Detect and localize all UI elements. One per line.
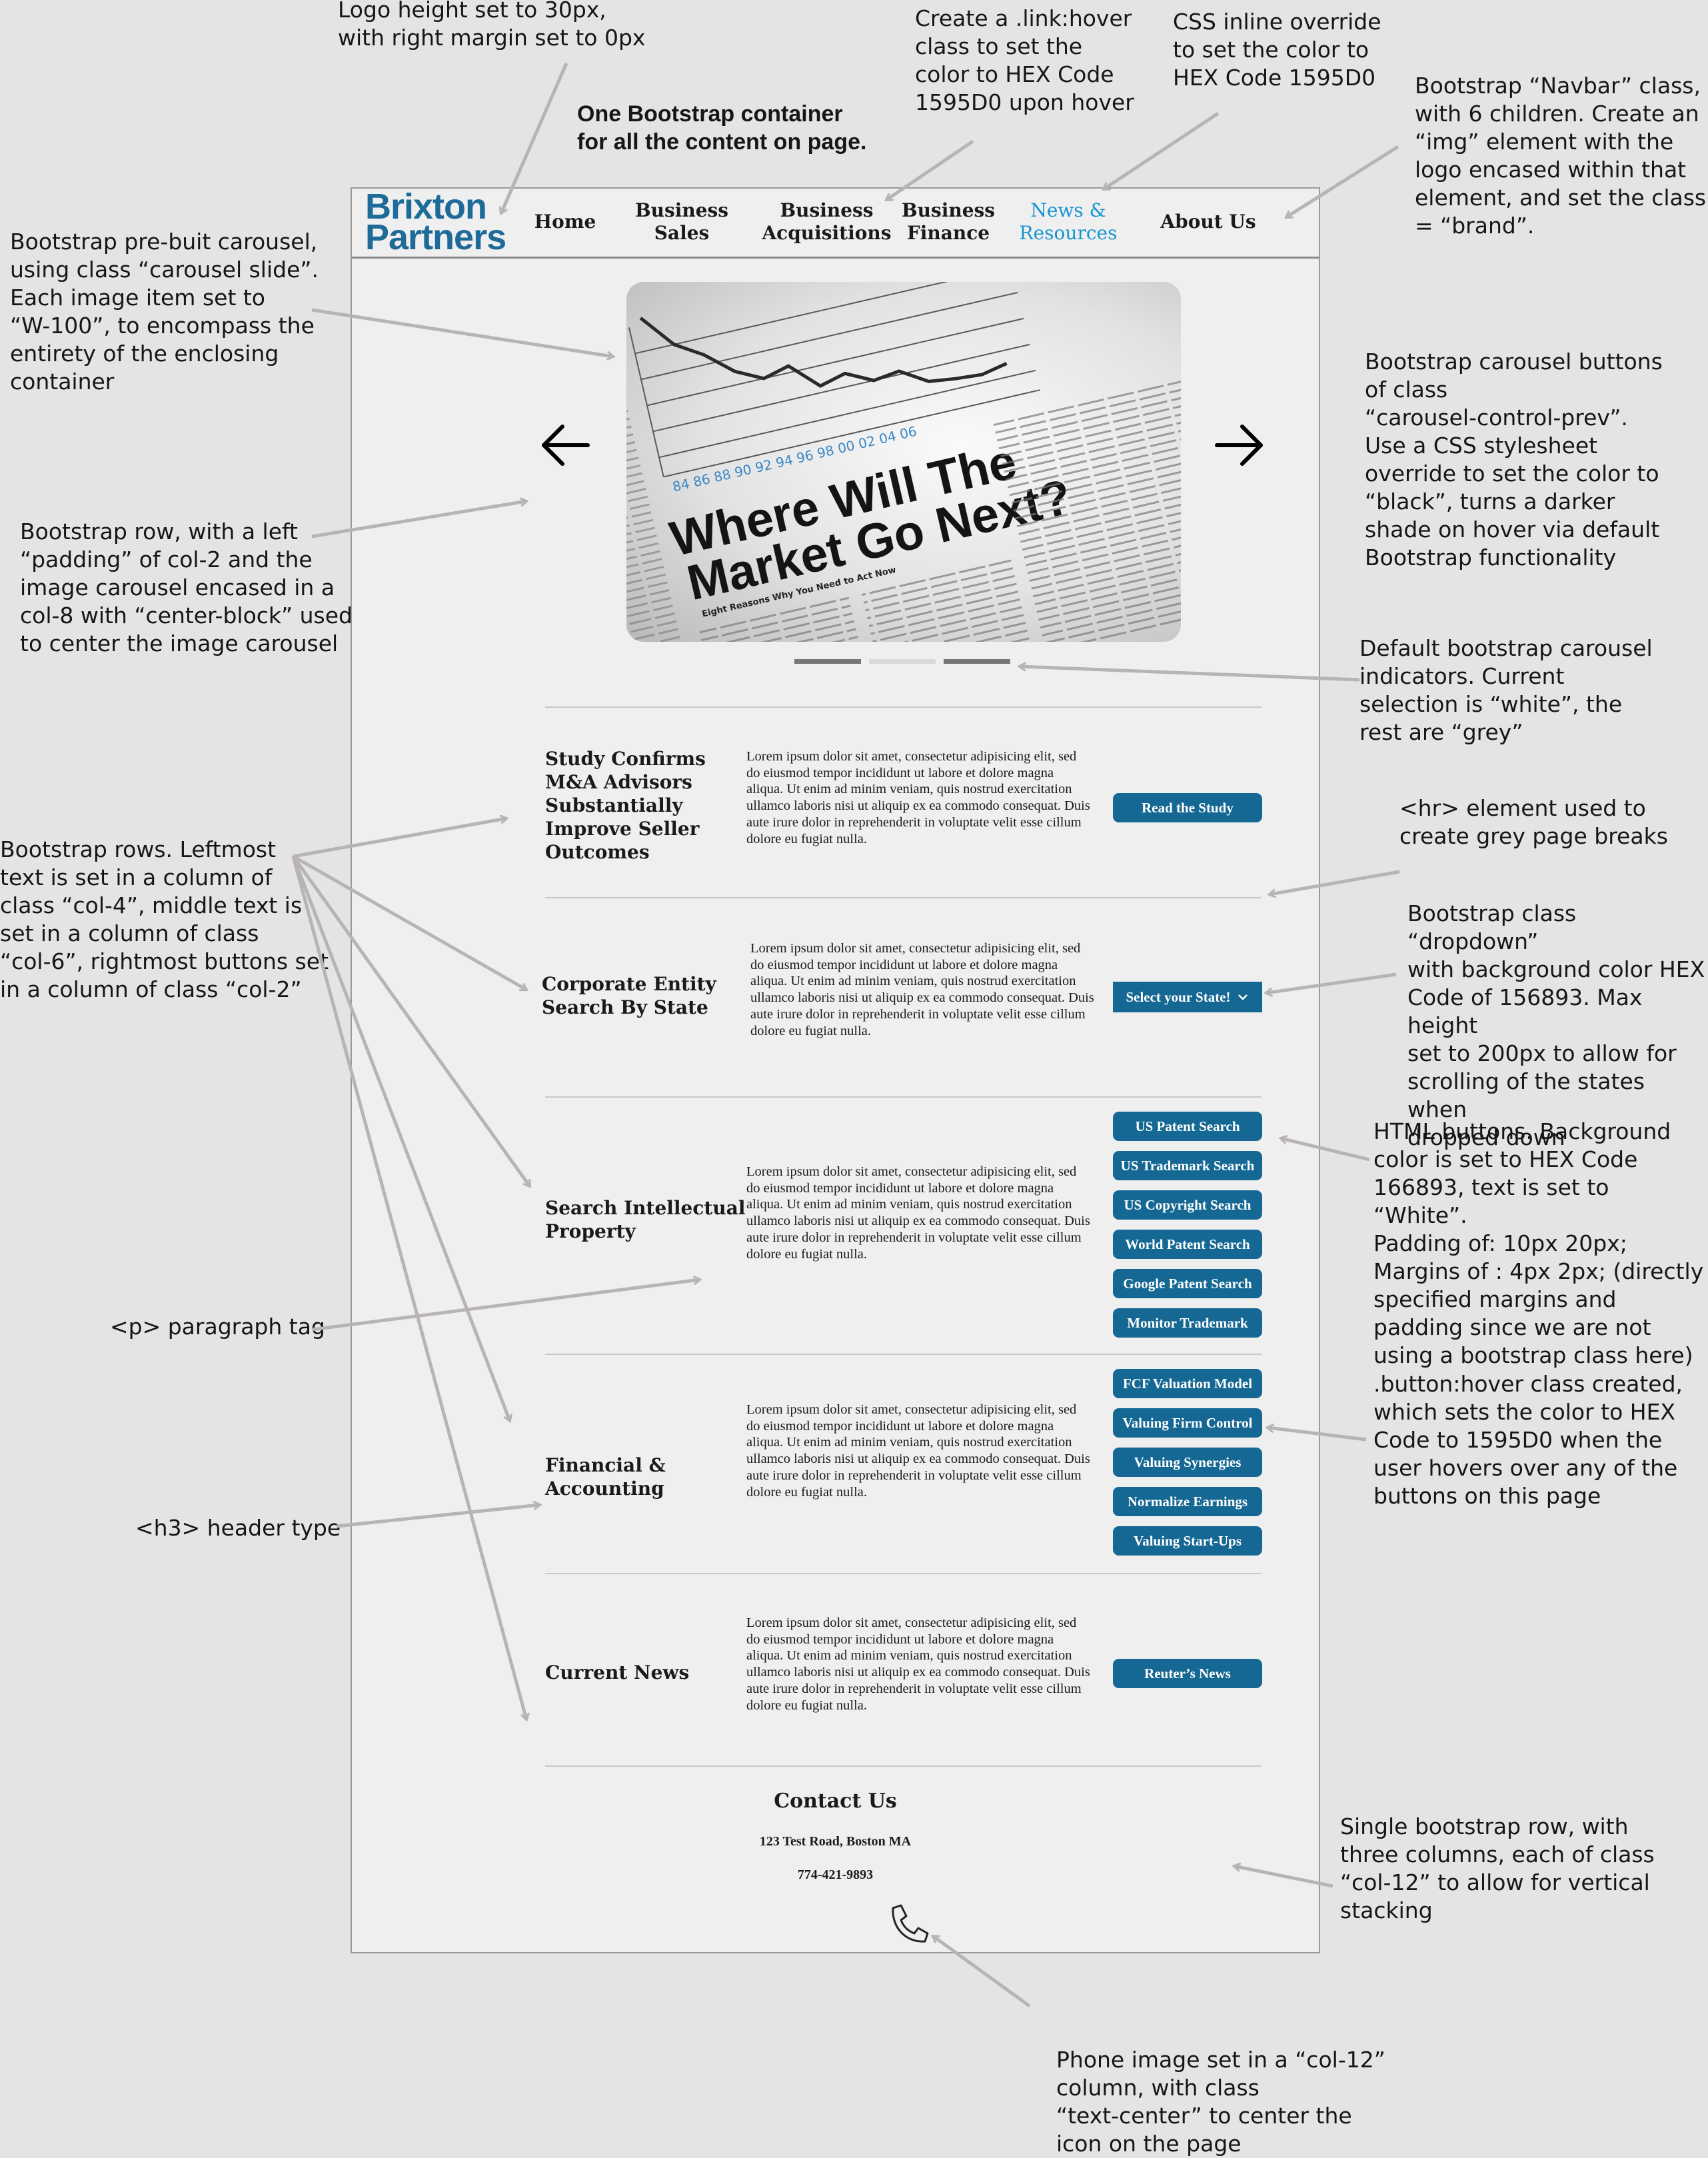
website-mockup: Brixton Partners Home Business Sales Bus…: [351, 187, 1320, 1953]
financial-paragraph: Lorem ipsum dolor sit amet, consectetur …: [746, 1402, 1090, 1500]
state-dropdown-label: Select your State!: [1126, 988, 1231, 1005]
divider: [545, 1573, 1262, 1574]
navbar: Brixton Partners Home Business Sales Bus…: [352, 189, 1319, 259]
fcf-valuation-model-button[interactable]: FCF Valuation Model: [1113, 1369, 1262, 1398]
annotation-button-hover: .button:hover class created, which sets …: [1373, 1371, 1683, 1509]
brand-logo[interactable]: Brixton Partners: [365, 187, 506, 257]
arrow-left-icon: [542, 425, 590, 466]
corporate-paragraph: Lorem ipsum dolor sit amet, consectetur …: [750, 941, 1094, 1038]
financial-title: Financial & Accounting: [545, 1454, 666, 1500]
annotation-inline-override: CSS inline override to set the color to …: [1173, 9, 1381, 91]
study-title: Study Confirms M&A Advisors Substantiall…: [545, 748, 706, 863]
news-title: Current News: [545, 1661, 690, 1683]
logo-line-2: Partners: [365, 217, 506, 257]
carousel-indicator-1[interactable]: [794, 659, 861, 664]
carousel-indicator-3[interactable]: [944, 659, 1010, 664]
nav-news-resources[interactable]: News & Resources: [1019, 199, 1118, 244]
state-dropdown[interactable]: Select your State!: [1113, 982, 1262, 1012]
contact-title: Contact Us: [774, 1789, 897, 1813]
carousel-next-button[interactable]: [1213, 419, 1266, 472]
nav-business-finance[interactable]: Business Finance: [901, 199, 996, 244]
annotation-paragraph: <p> paragraph tag: [110, 1314, 325, 1340]
arrow-right-icon: [1215, 425, 1263, 466]
read-the-study-button[interactable]: Read the Study: [1113, 793, 1262, 822]
annotation-footer-row: Single bootstrap row, with three columns…: [1340, 1813, 1655, 1923]
news-paragraph: Lorem ipsum dolor sit amet, consectetur …: [746, 1616, 1090, 1713]
annotation-row-padding: Bootstrap row, with a left “padding” of …: [20, 519, 353, 656]
logo-line-1: Brixton: [365, 187, 487, 227]
world-patent-search-button[interactable]: World Patent Search: [1113, 1230, 1262, 1259]
valuing-start-ups-button[interactable]: Valuing Start-Ups: [1113, 1526, 1262, 1556]
annotation-link-hover: Create a .link:hover class to set the co…: [915, 5, 1134, 115]
phone-icon: [892, 1904, 929, 1943]
us-patent-search-button[interactable]: US Patent Search: [1113, 1112, 1262, 1141]
phone-icon-wrapper[interactable]: [886, 1901, 932, 1947]
annotation-indicators: Default bootstrap carousel indicators. C…: [1359, 635, 1653, 745]
annotation-rows: Bootstrap rows. Leftmost text is set in …: [0, 836, 329, 1002]
monitor-trademark-button[interactable]: Monitor Trademark: [1113, 1308, 1262, 1338]
nav-business-acquisitions[interactable]: Business Acquisitions: [762, 199, 892, 244]
carousel-prev-button[interactable]: [538, 419, 592, 472]
annotation-dropdown: Bootstrap class “dropdown” with backgrou…: [1407, 900, 1705, 1150]
us-trademark-search-button[interactable]: US Trademark Search: [1113, 1151, 1262, 1180]
annotation-logo: Logo height set to 30px, with right marg…: [338, 0, 646, 51]
carousel-image: 84 86 88 90 92 94 96 98 00 02 04 06 Wher…: [626, 282, 1181, 642]
contact-phone: 774-421-9893: [797, 1867, 874, 1882]
ip-title: Search Intellectual Property: [545, 1197, 746, 1242]
reuters-news-button[interactable]: Reuter’s News: [1113, 1659, 1262, 1688]
nav-home[interactable]: Home: [534, 211, 596, 233]
newspaper-image: 84 86 88 90 92 94 96 98 00 02 04 06 Wher…: [626, 282, 1181, 642]
us-copyright-search-button[interactable]: US Copyright Search: [1113, 1190, 1262, 1220]
valuing-synergies-button[interactable]: Valuing Synergies: [1113, 1448, 1262, 1477]
google-patent-search-button[interactable]: Google Patent Search: [1113, 1269, 1262, 1298]
divider: [545, 1096, 1262, 1098]
divider: [545, 897, 1262, 898]
divider: [545, 1765, 1262, 1767]
chevron-down-icon: [1238, 994, 1248, 1000]
ip-paragraph: Lorem ipsum dolor sit amet, consectetur …: [746, 1164, 1090, 1262]
nav-business-sales[interactable]: Business Sales: [634, 199, 729, 244]
divider: [545, 1354, 1262, 1355]
corporate-title: Corporate Entity Search By State: [542, 973, 716, 1018]
normalize-earnings-button[interactable]: Normalize Earnings: [1113, 1487, 1262, 1516]
annotation-navbar: Bootstrap “Navbar” class, with 6 childre…: [1415, 73, 1707, 239]
annotation-html-buttons: HTML buttons. Background color is set to…: [1373, 1118, 1704, 1368]
annotation-carousel-buttons: Bootstrap carousel buttons of class “car…: [1365, 349, 1663, 570]
divider: [545, 706, 1262, 708]
contact-address: 123 Test Road, Boston MA: [759, 1834, 912, 1849]
study-paragraph: Lorem ipsum dolor sit amet, consectetur …: [746, 749, 1090, 846]
annotation-carousel: Bootstrap pre-buit carousel, using class…: [10, 229, 319, 395]
carousel-indicator-2[interactable]: [869, 659, 936, 664]
nav-about-us[interactable]: About Us: [1160, 211, 1256, 233]
annotation-hr: <hr> element used to create grey page br…: [1399, 795, 1668, 849]
annotation-phone: Phone image set in a “col-12” column, wi…: [1056, 2047, 1385, 2157]
valuing-firm-control-button[interactable]: Valuing Firm Control: [1113, 1408, 1262, 1438]
annotation-container: One Bootstrap container for all the cont…: [577, 101, 867, 155]
annotation-h3: <h3> header type: [135, 1515, 341, 1541]
